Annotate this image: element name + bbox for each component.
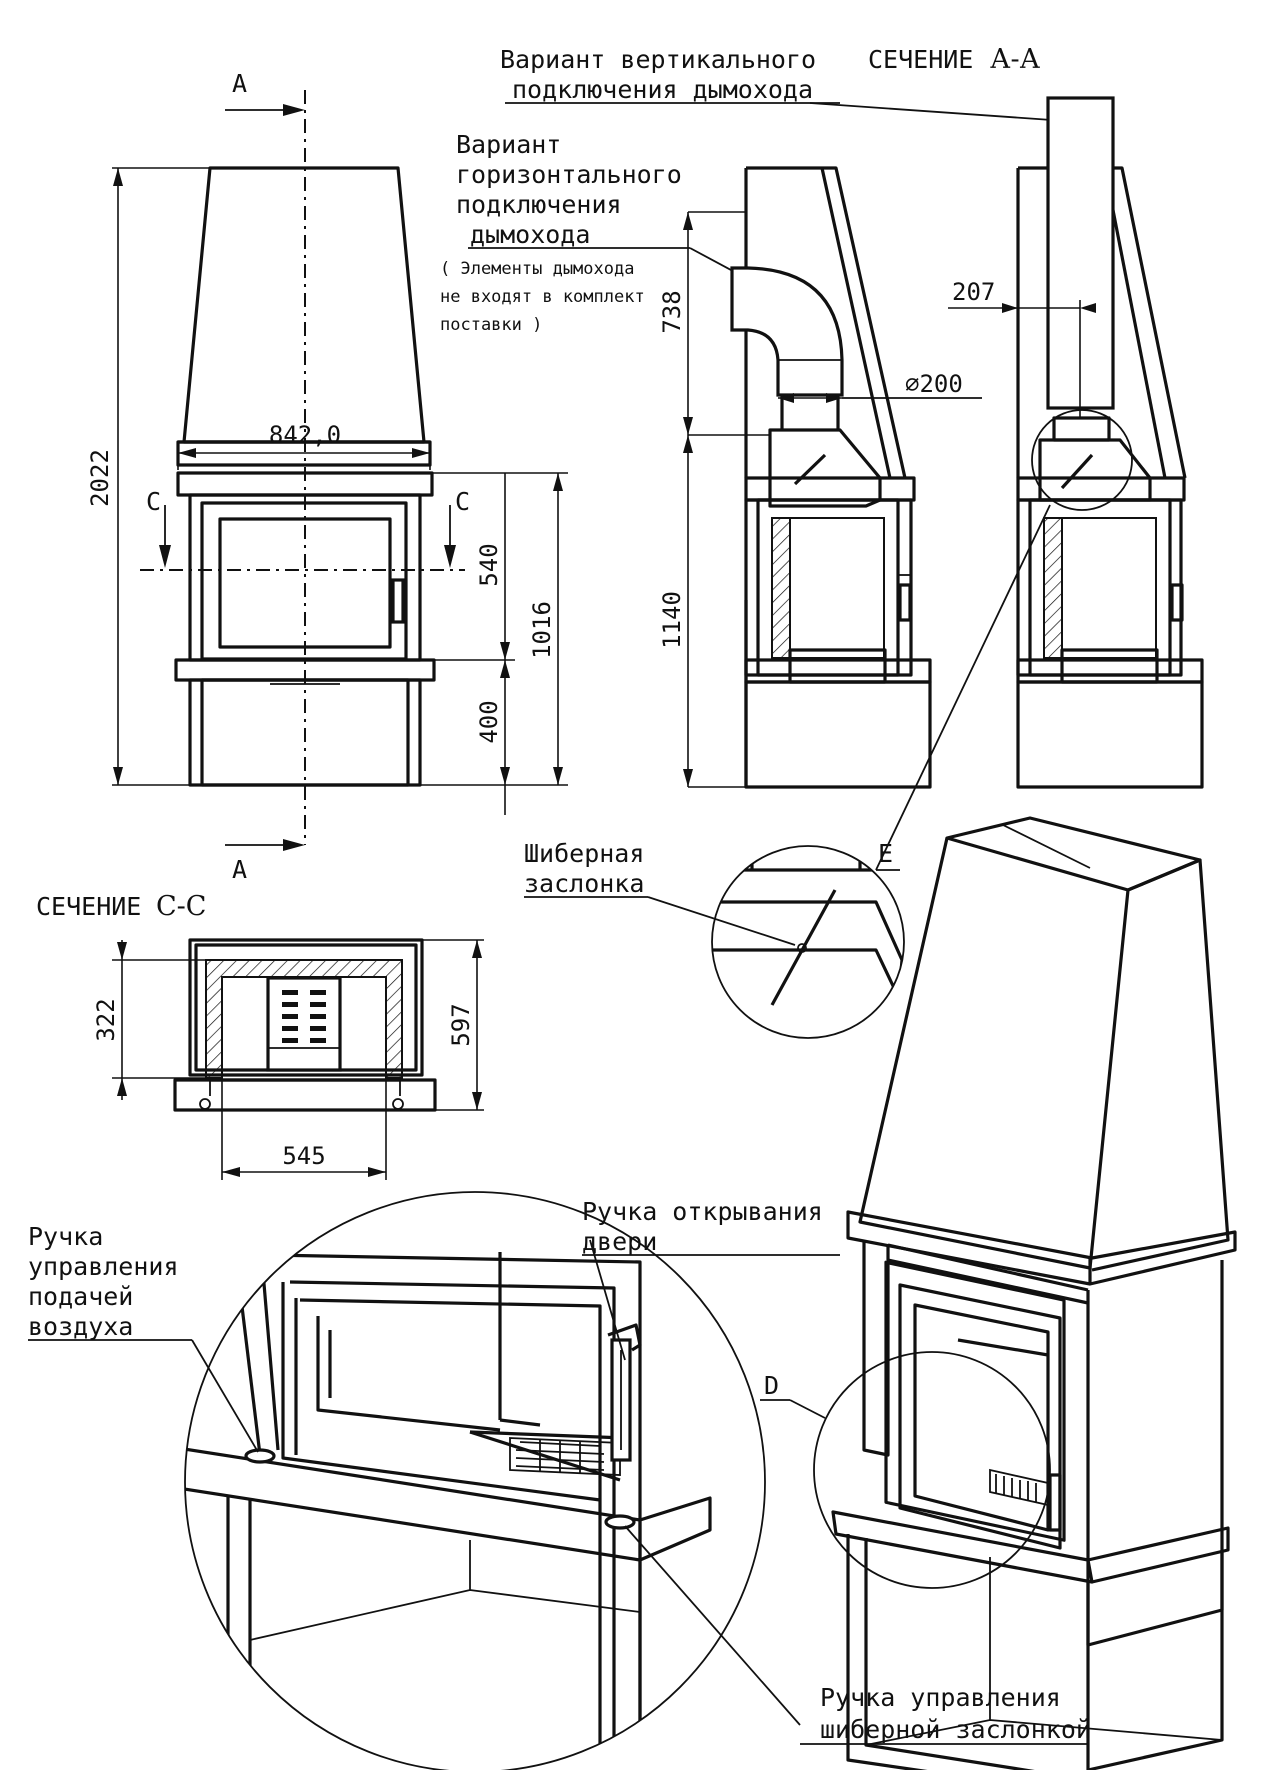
section-aa-label: СЕЧЕНИЕ А-А [868,44,1041,75]
svg-text:подключения: подключения [456,190,622,219]
svg-text:207: 207 [952,278,995,306]
section-aa-view [1016,96,1204,789]
grate [266,976,342,1072]
scope-note: ( Элементы дымохода не входят в комплект… [440,259,645,335]
svg-text:1016: 1016 [528,601,556,659]
iso-door [884,1260,1066,1542]
door-handle-label: Ручка открывания двери [582,1197,840,1361]
svg-text:540: 540 [475,543,503,586]
svg-text:С: С [455,487,470,516]
svg-text:подачей: подачей [28,1282,133,1311]
svg-text:322: 322 [92,998,120,1041]
svg-text:Ручка открывания: Ручка открывания [582,1197,823,1226]
svg-text:D: D [764,1371,779,1400]
section-cc-dimensions: 322 597 545 [92,939,484,1180]
side-view [688,166,932,789]
damper-control-handle [604,1514,636,1530]
svg-text:Е: Е [878,839,893,868]
svg-text:двери: двери [582,1227,657,1256]
svg-text:( Элементы дымохода: ( Элементы дымохода [440,259,634,279]
svg-text:2022: 2022 [86,449,114,507]
vertical-connection-label: Вариант вертикального подключения дымохо… [500,45,1081,123]
svg-text:горизонтального: горизонтального [456,160,682,189]
detail-d-enlarged [184,1191,766,1770]
isometric-view [813,816,1237,1770]
detail-d-region [813,1351,1051,1589]
svg-text:А: А [232,855,247,884]
front-door-handle [391,578,405,624]
section-cc-label: СЕЧЕНИЕ С-С [36,891,206,922]
air-handle-label: Ручка управления подачей воздуха [28,1222,259,1453]
svg-text:шиберной заслонкой: шиберной заслонкой [820,1715,1091,1744]
svg-text:545: 545 [282,1142,325,1170]
svg-text:управления: управления [28,1252,179,1281]
svg-text:СЕЧЕНИЕ: СЕЧЕНИЕ [36,892,141,921]
section-cc-view [173,938,437,1112]
section-markers: А А С С [146,69,470,884]
detail-e-region [1031,409,1133,511]
svg-text:не входят в комплект: не входят в комплект [440,287,645,307]
front-dimensions: 2022 842,0 540 400 1016 [86,167,568,815]
damper-handle-label: Ручка управления шиберной заслонкой [624,1525,1091,1745]
svg-text:Вариант вертикального: Вариант вертикального [500,45,816,74]
svg-text:воздуха: воздуха [28,1312,133,1341]
svg-text:А-А: А-А [990,44,1041,75]
svg-text:∅200: ∅200 [905,370,963,398]
air-control-handle [244,1448,276,1464]
flue-offset-dimension: 207 [948,278,1096,418]
svg-text:поставки ): поставки ) [440,315,542,335]
damper-label: Шиберная заслонка [524,839,796,946]
svg-text:СЕЧЕНИЕ: СЕЧЕНИЕ [868,45,973,74]
svg-text:597: 597 [447,1003,475,1046]
svg-text:С-С: С-С [156,891,206,922]
svg-text:С: С [146,487,161,516]
svg-text:подключения дымохода: подключения дымохода [512,75,813,104]
svg-text:Ручка: Ручка [28,1222,103,1251]
flue-elbow [730,266,844,397]
detail-d-marker: D [760,1371,826,1419]
side-dimensions: 738 1140 ∅200 [658,212,982,788]
svg-text:842,0: 842,0 [269,421,341,449]
svg-text:дымохода: дымохода [470,220,590,249]
grate-slots [282,990,326,1043]
svg-text:Ручка управления: Ручка управления [820,1683,1061,1712]
svg-text:738: 738 [658,290,686,333]
svg-text:400: 400 [475,700,503,743]
svg-text:Вариант: Вариант [456,130,561,159]
svg-text:Шиберная: Шиберная [524,839,644,868]
horizontal-connection-label: Вариант горизонтального подключения дымо… [456,130,773,293]
detail-e-leader: Е [875,504,1051,871]
svg-text:1140: 1140 [658,591,686,649]
svg-text:А: А [232,69,247,98]
svg-text:заслонка: заслонка [524,869,644,898]
enlarged-grate [509,1437,621,1476]
front-view [140,90,465,845]
